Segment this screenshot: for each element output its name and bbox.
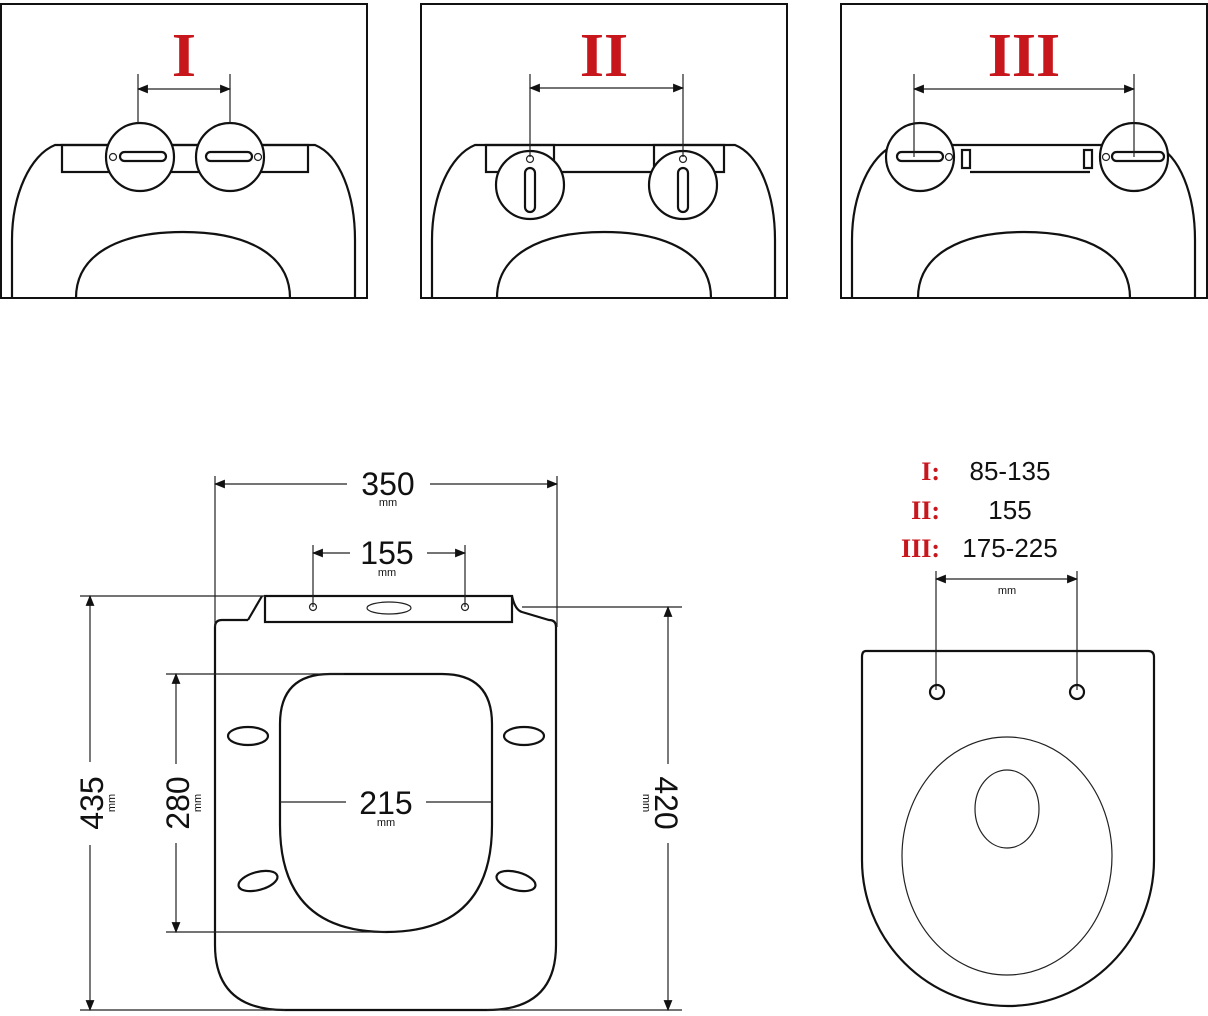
panel-iii-label: III: [988, 22, 1060, 90]
slot-right: [204, 150, 254, 163]
dim-total-length: 435: [74, 776, 110, 829]
seat-top-view: 350 mm 155 mm 215 mm 435 mm 280 mm 420: [74, 466, 684, 1012]
hinge-bar: [263, 594, 514, 624]
slot-left: [895, 150, 945, 163]
dim-unit: mm: [192, 794, 204, 812]
seat-opening: [74, 230, 292, 299]
bolt-left: [944, 152, 954, 162]
hinge-block-left: [960, 148, 972, 170]
slot-left: [118, 150, 168, 163]
legend-key-iii: III:: [901, 534, 940, 563]
hinge-left: [494, 149, 566, 221]
panel-ii-label: II: [580, 22, 628, 90]
bolt-right: [1101, 152, 1111, 162]
panel-i: I: [0, 3, 368, 299]
spacing-legend: I: 85-135 II: 155 III: 175-225: [901, 456, 1058, 563]
bowl-rim: [901, 736, 1113, 976]
dim-unit: mm: [640, 794, 652, 812]
hinge-left: [104, 121, 176, 193]
seat-opening: [278, 672, 494, 934]
legend-key-ii: II:: [911, 496, 940, 525]
hinge-right: [647, 149, 719, 221]
seat-outline: [430, 143, 777, 298]
bowl-drain: [974, 769, 1040, 849]
legend-unit: mm: [998, 585, 1016, 597]
legend-value-i: 85-135: [970, 456, 1051, 486]
panel-ii-frame: [420, 3, 788, 299]
hinge-left: [884, 121, 956, 193]
hinge-bar: [60, 143, 310, 174]
seat-opening: [495, 230, 713, 299]
legend-value-ii: 155: [988, 495, 1031, 525]
buffer-top-left: [226, 725, 270, 747]
seat-outline: [850, 143, 1197, 298]
dim-unit: mm: [378, 567, 396, 579]
dim-opening-width: 215: [359, 785, 412, 821]
bowl-top-view: mm: [860, 571, 1156, 1008]
panel-iii: III: [840, 3, 1208, 299]
bolt-left: [108, 152, 118, 162]
hinge-block-right: [1082, 148, 1094, 170]
panel-ii: II: [420, 3, 788, 299]
mount-hole-right: [1068, 683, 1086, 701]
legend-value-iii: 175-225: [962, 533, 1057, 563]
dim-opening-length: 280: [160, 776, 196, 829]
slot-right: [1110, 150, 1166, 163]
dim-seat-length: 420: [648, 776, 684, 829]
slot-left: [523, 166, 537, 214]
dim-hinge-spacing: 155: [360, 535, 413, 571]
dim-unit: mm: [379, 497, 397, 509]
dim-unit: mm: [106, 794, 118, 812]
panel-i-label: I: [172, 22, 196, 90]
bowl-outline: [860, 649, 1156, 1008]
buffer-bottom-right: [495, 869, 537, 893]
slot-right: [676, 166, 690, 214]
buffer-top-right: [502, 725, 546, 747]
hinge-cap: [366, 601, 412, 615]
dim-total-width: 350: [361, 466, 414, 502]
buffer-bottom-left: [237, 869, 279, 893]
seat-opening: [916, 230, 1132, 299]
dim-unit: mm: [377, 817, 395, 829]
mount-hole-left: [928, 683, 946, 701]
legend-key-i: I:: [921, 457, 940, 486]
bolt-right: [253, 152, 263, 162]
